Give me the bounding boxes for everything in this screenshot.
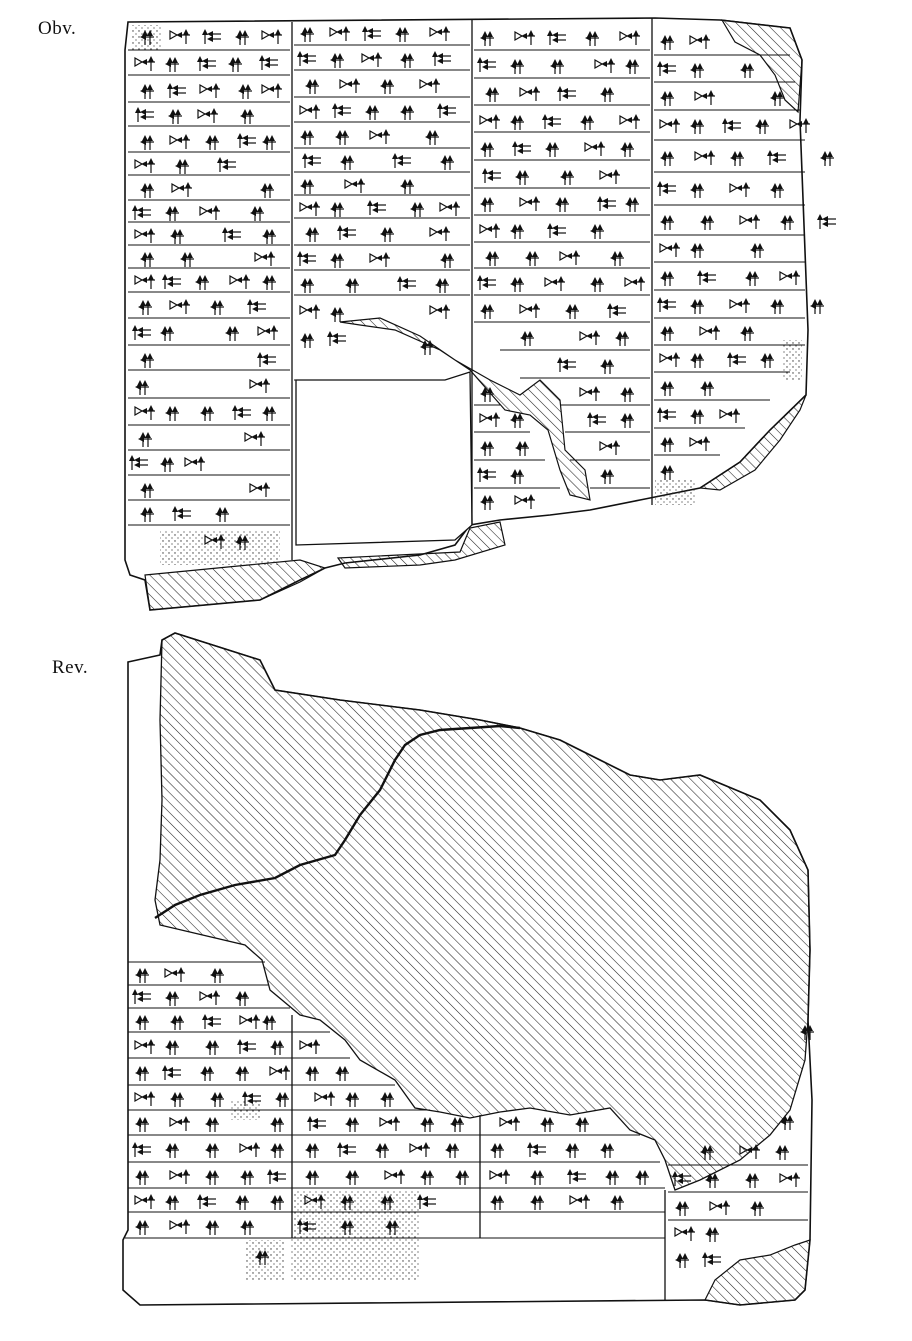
obverse-col1-rulings	[128, 49, 290, 526]
obverse-tablet	[124, 17, 836, 611]
obverse-col3-rulings	[474, 49, 650, 489]
obverse-label: Obv.	[38, 18, 77, 39]
reverse-tablet	[122, 632, 814, 1306]
reverse-rulings	[128, 961, 808, 1221]
reverse-label: Rev.	[52, 657, 89, 678]
obverse-col2-rulings	[294, 44, 470, 381]
obverse-col4-rulings	[654, 54, 805, 456]
